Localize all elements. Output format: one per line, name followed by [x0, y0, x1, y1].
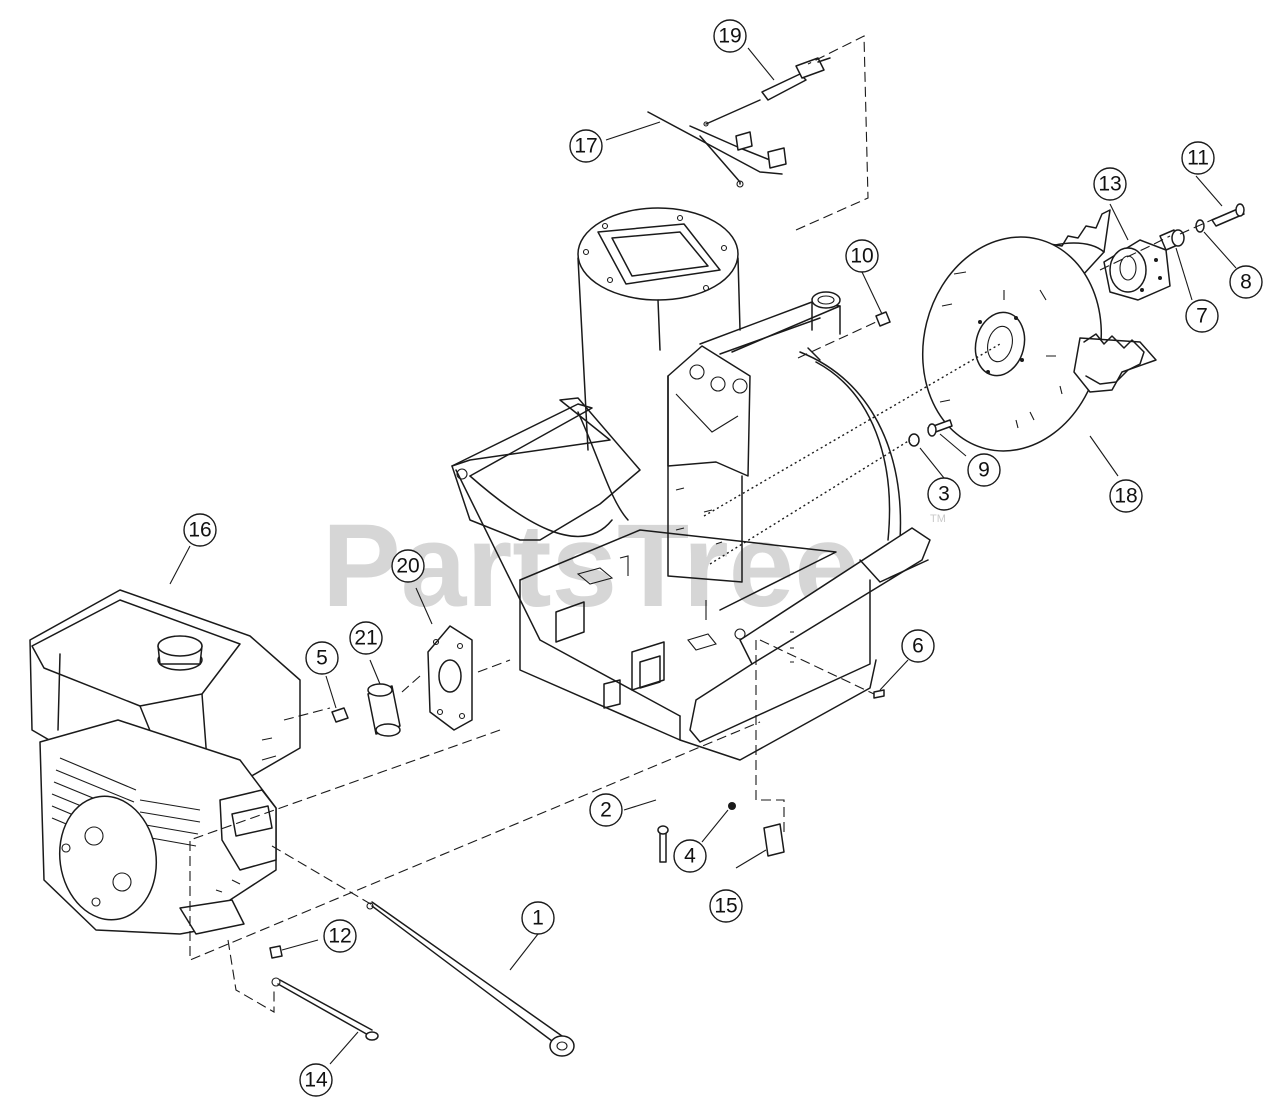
- svg-text:18: 18: [1114, 485, 1137, 508]
- callout-6[interactable]: 6: [901, 629, 935, 663]
- svg-text:21: 21: [354, 627, 377, 650]
- svg-text:20: 20: [396, 555, 419, 578]
- svg-text:13: 13: [1098, 173, 1121, 196]
- ground-strap: [271, 977, 379, 1041]
- callout-7[interactable]: 7: [1185, 299, 1219, 333]
- callout-1[interactable]: 1: [521, 901, 555, 935]
- callout-16[interactable]: 16: [183, 513, 217, 547]
- svg-text:10: 10: [850, 245, 873, 268]
- callout-3[interactable]: 3: [927, 477, 961, 511]
- nut: [269, 945, 283, 959]
- svg-text:1: 1: [532, 907, 544, 930]
- callout-18[interactable]: 18: [1109, 479, 1143, 513]
- svg-text:4: 4: [684, 845, 696, 868]
- callout-14[interactable]: 14: [299, 1063, 333, 1097]
- callout-4[interactable]: 4: [673, 839, 707, 873]
- callout-17[interactable]: 17: [569, 129, 603, 163]
- callout-15[interactable]: 15: [709, 889, 743, 923]
- watermark-trademark: TM: [930, 513, 946, 525]
- engine: [29, 589, 301, 935]
- svg-text:7: 7: [1196, 305, 1208, 328]
- chipper-disc: [921, 209, 1157, 452]
- callout-2[interactable]: 2: [589, 793, 623, 827]
- svg-text:15: 15: [714, 895, 737, 918]
- svg-text:3: 3: [938, 483, 950, 506]
- svg-text:11: 11: [1187, 147, 1209, 170]
- svg-text:5: 5: [316, 647, 328, 670]
- callout-12[interactable]: 12: [323, 919, 357, 953]
- bushing: [367, 683, 401, 737]
- cable: [366, 901, 575, 1057]
- interlock-switch: [761, 57, 831, 101]
- small-hardware: [657, 689, 885, 863]
- hopper-frame: [451, 207, 931, 761]
- svg-text:2: 2: [600, 799, 612, 822]
- svg-text:8: 8: [1240, 271, 1252, 294]
- svg-text:16: 16: [188, 519, 211, 542]
- callout-8[interactable]: 8: [1229, 265, 1263, 299]
- callout-10[interactable]: 10: [845, 239, 879, 273]
- svg-text:19: 19: [718, 25, 741, 48]
- assembly-lines: [189, 35, 1217, 1013]
- callout-19[interactable]: 19: [713, 19, 747, 53]
- callout-11[interactable]: 11: [1181, 141, 1215, 175]
- callout-9[interactable]: 9: [967, 453, 1001, 487]
- svg-text:14: 14: [304, 1069, 328, 1092]
- svg-text:9: 9: [978, 459, 990, 482]
- callout-21[interactable]: 21: [349, 621, 383, 655]
- svg-text:6: 6: [912, 635, 924, 658]
- key: [331, 707, 349, 723]
- svg-text:12: 12: [328, 925, 351, 948]
- bolt-washer-nut: [875, 311, 953, 447]
- svg-text:17: 17: [574, 135, 597, 158]
- hub-assembly: [1103, 203, 1245, 301]
- callout-5[interactable]: 5: [305, 641, 339, 675]
- callout-20[interactable]: 20: [391, 549, 425, 583]
- adapter-plate: [427, 625, 473, 731]
- callouts: 1 2 3 4 5 6 7 8: [169, 19, 1263, 1097]
- callout-13[interactable]: 13: [1093, 167, 1127, 201]
- wire-harness: [647, 99, 787, 188]
